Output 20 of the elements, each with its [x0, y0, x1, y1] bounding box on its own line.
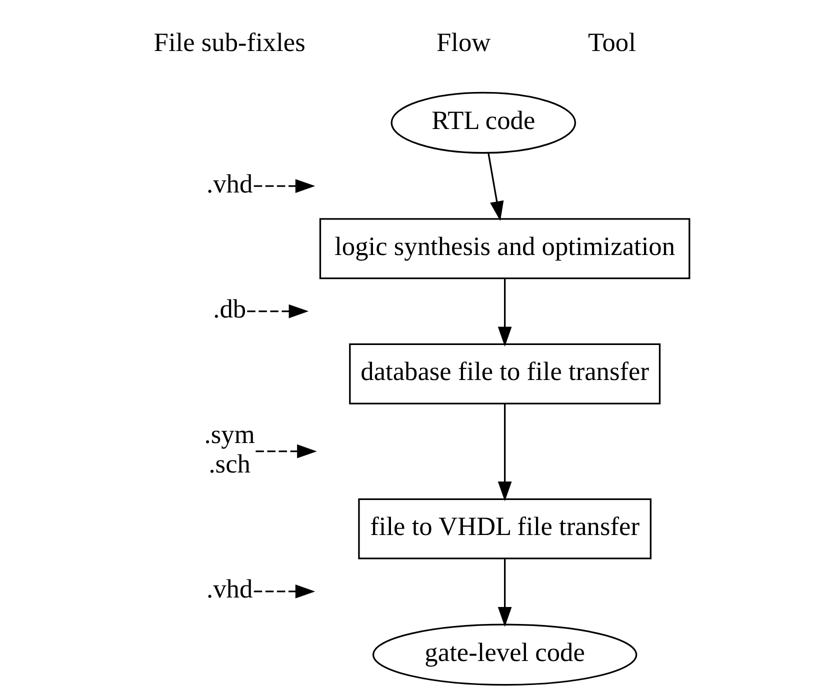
label: File sub-fixles	[154, 28, 306, 57]
label: Tool	[588, 28, 636, 57]
node-text: .vhd	[206, 169, 253, 198]
node-box: database file to file transfer	[349, 343, 661, 404]
arrow	[498, 404, 512, 502]
arrow	[498, 278, 512, 347]
arrow	[254, 179, 316, 193]
node-ellipse: RTL code	[390, 92, 576, 154]
node-text: .vhd	[206, 574, 253, 604]
label: Flow	[436, 28, 491, 57]
node-text: .sym .sch	[204, 420, 255, 478]
node-box: logic synthesis and optimization	[319, 218, 690, 280]
arrow	[254, 584, 316, 598]
arrow	[256, 444, 317, 458]
node-ellipse: gate-level code	[372, 624, 638, 686]
node-text: .db	[213, 294, 246, 324]
arrow	[498, 558, 512, 627]
arrow	[488, 153, 504, 222]
arrow	[247, 304, 309, 318]
node-box: file to VHDL file transfer	[358, 498, 652, 560]
